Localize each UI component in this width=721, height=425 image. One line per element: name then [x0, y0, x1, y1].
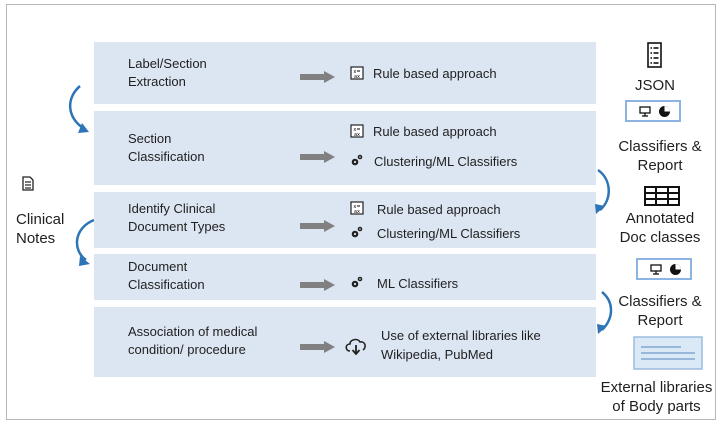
stage-row: Section Classification x= ax Rule based … — [94, 111, 596, 185]
classifiers-report-line2: Report — [637, 157, 683, 174]
method-text: Rule based approach — [373, 124, 497, 139]
stage-row: Label/Section Extraction x= ax Rule base… — [94, 42, 596, 104]
classifiers-report-label: Classifiers & Report — [610, 137, 710, 175]
method-text-line2: Wikipedia, PubMed — [381, 347, 493, 362]
classifiers-report-line2: Report — [637, 312, 683, 329]
pie-chart-icon — [659, 106, 670, 117]
stage-label-line1: Identify Clinical — [128, 201, 216, 216]
stage-label-line2: Classification — [128, 277, 205, 292]
stage-label: Association of medical condition/ proced… — [128, 323, 257, 359]
arrow-icon — [300, 341, 336, 353]
annotated-doc-line2: Doc classes — [619, 229, 701, 246]
arrow-icon — [300, 71, 336, 83]
presentation-icon — [650, 264, 662, 275]
rule-icon: x= ax — [350, 66, 364, 80]
table-icon — [644, 186, 680, 206]
left-curve-2 — [75, 218, 95, 266]
stage-label: Identify Clinical Document Types — [128, 200, 225, 236]
stage-row: Association of medical condition/ proced… — [94, 307, 596, 377]
cloud-download-icon — [345, 338, 366, 355]
stage-label-line1: Label/Section — [128, 56, 207, 71]
input-label-line2: Notes — [16, 230, 56, 247]
arrow-icon — [300, 279, 336, 291]
annotated-doc-line1: Annotated — [625, 210, 695, 227]
stage-label-line2: Classification — [128, 149, 205, 164]
stage-label-line1: Association of medical — [128, 324, 258, 339]
stage-label-line1: Section — [128, 131, 172, 146]
stage-label-line2: Document Types — [128, 219, 226, 234]
json-label: JSON — [634, 77, 675, 94]
left-curve-1 — [69, 85, 89, 133]
stage-label-line1: Document — [128, 259, 188, 274]
external-libraries-line1: External libraries — [600, 379, 713, 396]
svg-text:ax: ax — [354, 209, 360, 215]
document-icon — [22, 176, 34, 191]
input-label: Clinical Notes — [16, 210, 76, 248]
classifiers-report-line1: Classifiers & — [618, 293, 702, 310]
json-list-icon — [647, 42, 662, 68]
annotated-doc-label: Annotated Doc classes — [610, 209, 710, 247]
svg-text:ax: ax — [354, 132, 360, 138]
stage-label-line2: Extraction — [128, 74, 186, 89]
report-thumbnail — [636, 258, 692, 280]
svg-text:x=: x= — [353, 204, 360, 210]
pipeline-panel: Label/Section Extraction x= ax Rule base… — [94, 38, 596, 382]
svg-text:x=: x= — [353, 69, 360, 75]
input-label-line1: Clinical — [16, 211, 65, 228]
method-text: Rule based approach — [377, 202, 501, 217]
method-text: ML Classifiers — [377, 276, 459, 291]
gears-icon — [351, 154, 363, 166]
svg-text:x=: x= — [353, 127, 360, 133]
gears-icon — [351, 276, 363, 288]
classifiers-report-label: Classifiers & Report — [610, 292, 710, 330]
document-lines-icon — [633, 336, 703, 370]
external-libraries-line2: of Body parts — [612, 398, 701, 415]
classifiers-report-line1: Classifiers & — [618, 138, 702, 155]
right-curve-1 — [595, 168, 610, 214]
stage-label: Section Classification — [128, 130, 205, 166]
arrow-icon — [300, 151, 336, 163]
stage-label: Label/Section Extraction — [128, 55, 207, 91]
stage-label: Document Classification — [128, 258, 205, 294]
stage-label-line2: condition/ procedure — [128, 342, 246, 357]
method-text: Clustering/ML Classifiers — [374, 154, 518, 169]
method-text: Rule based approach — [373, 66, 497, 81]
arrow-icon — [300, 220, 336, 232]
stage-row: Document Classification ML Classifiers — [94, 254, 596, 300]
diagram-frame — [6, 4, 716, 420]
stage-row: Identify Clinical Document Types x= ax R… — [94, 192, 596, 248]
method-text: Use of external libraries like Wikipedia… — [381, 326, 541, 364]
external-libraries-label: External libraries of Body parts — [592, 378, 721, 416]
method-text: Clustering/ML Classifiers — [377, 226, 521, 241]
rule-icon: x= ax — [350, 201, 364, 215]
report-thumbnail — [625, 100, 681, 122]
svg-text:ax: ax — [354, 74, 360, 80]
right-curve-2 — [597, 291, 613, 334]
rule-icon: x= ax — [350, 124, 364, 138]
pie-chart-icon — [670, 264, 681, 275]
method-text-line1: Use of external libraries like — [381, 328, 541, 343]
presentation-icon — [639, 106, 651, 117]
gears-icon — [351, 226, 363, 238]
